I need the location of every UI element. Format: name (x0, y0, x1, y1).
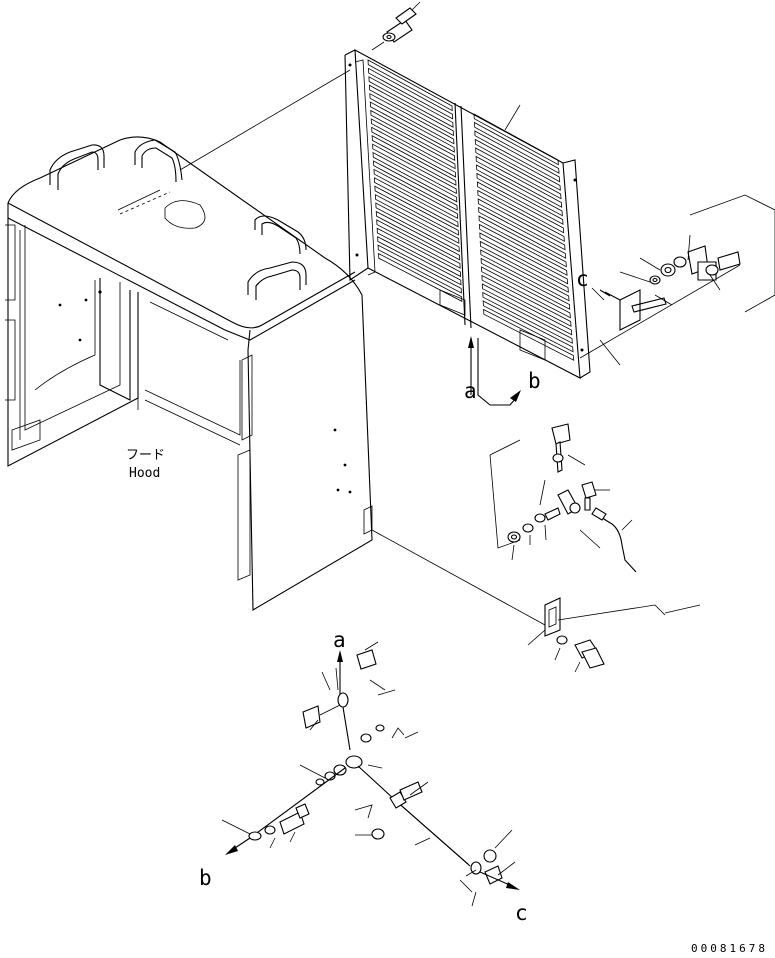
grille-louver (368, 76, 454, 128)
grille-louver (377, 244, 462, 294)
grille-louvers (367, 59, 575, 361)
grille-louver (373, 168, 459, 220)
grille-louver (476, 172, 564, 225)
grille-louver (476, 181, 565, 234)
grille-louver (376, 227, 461, 278)
grille-louver (473, 121, 560, 174)
grille-louver (369, 92, 455, 145)
grille-louver (475, 147, 562, 200)
hinge-detail (579, 194, 775, 366)
grille-louver (473, 113, 559, 166)
grille-louver (476, 164, 563, 217)
reference-marks-grille (468, 336, 521, 406)
grille-louver (372, 143, 457, 195)
grille-louver (483, 308, 575, 361)
grille-top-bolt (371, 1, 421, 51)
grille-louver (368, 84, 454, 137)
grille-louver (475, 155, 563, 208)
grille-louver (371, 135, 457, 186)
grille-louver (481, 274, 572, 327)
grille-louver (376, 219, 461, 269)
grille-louver (481, 266, 571, 319)
grille-louver (482, 291, 573, 344)
grille-louver (368, 67, 454, 120)
grille-louver (478, 215, 567, 268)
grille-louver (367, 59, 453, 112)
ref-a-linkage: a (333, 628, 346, 652)
grille-louver (480, 257, 571, 310)
grille-louver (478, 223, 568, 276)
ref-c-linkage: c (515, 901, 528, 925)
grille-louver (371, 126, 456, 178)
hood-assembly (5, 69, 546, 626)
grille-louver (481, 283, 573, 336)
ref-b-linkage: b (199, 866, 212, 890)
grille-louver (374, 185, 459, 236)
grille-louver (369, 101, 455, 153)
grille-louver (378, 252, 463, 302)
lower-latch (527, 597, 701, 673)
ref-c-hinge: c (576, 267, 589, 291)
front-grille (344, 49, 591, 379)
grille-louver (477, 189, 565, 242)
grille-louver (477, 198, 566, 251)
grille-louver (479, 232, 569, 285)
grille-louver (482, 300, 574, 353)
grille-louver (375, 202, 460, 253)
hood-label-english: Hood (129, 466, 160, 481)
grille-louver (474, 138, 561, 191)
grille-louver (370, 118, 456, 170)
grille-louver (478, 206, 567, 259)
ref-a-grille: a (464, 379, 477, 403)
grille-louver (479, 240, 569, 293)
grille-louver (370, 109, 456, 161)
grille-leader (504, 104, 521, 131)
ref-b-grille: b (528, 369, 541, 393)
drawing-number: 00081678 (691, 942, 768, 955)
grille-louver (374, 193, 460, 244)
grille-louver (375, 210, 461, 261)
grille-louver (373, 160, 458, 211)
linkage-detail (221, 641, 520, 907)
grille-louver (474, 130, 561, 183)
grille-louver (377, 236, 462, 286)
grille-louver (480, 249, 570, 302)
latch-detail (489, 423, 637, 573)
grille-louver (372, 151, 458, 203)
hood-label-japanese: フード (126, 448, 165, 463)
grille-louver (373, 177, 459, 228)
